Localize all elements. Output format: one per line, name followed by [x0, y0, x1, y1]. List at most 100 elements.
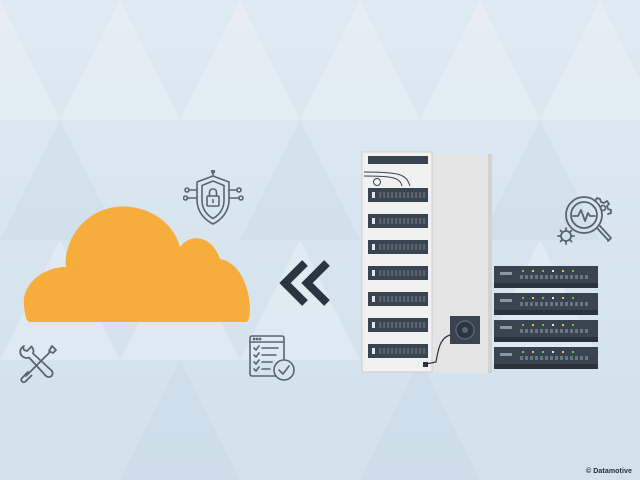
rack-unit-indicator [372, 244, 375, 250]
stack-unit-base [494, 364, 598, 369]
stack-unit-vent [580, 356, 583, 360]
stack-unit-vent [560, 302, 563, 306]
stack-unit-base [494, 310, 598, 315]
rack-unit-vent [411, 322, 413, 328]
stack-unit-led [562, 297, 564, 299]
stack-unit-vent [565, 329, 568, 333]
rack-unit-vent [391, 244, 393, 250]
rack-unit-vent [395, 322, 397, 328]
rack-unit-vent [411, 192, 413, 198]
stack-unit-vent [575, 302, 578, 306]
stack-unit-vent [580, 329, 583, 333]
stack-unit-vent [580, 275, 583, 279]
stack-unit-vent [575, 329, 578, 333]
stack-unit-vent [530, 302, 533, 306]
rack-unit-vent [403, 348, 405, 354]
stack-unit-led [522, 270, 524, 272]
rack-unit-vent [395, 244, 397, 250]
rack-unit-vent [407, 322, 409, 328]
rack-unit-vent [423, 218, 425, 224]
rack-unit-vent [391, 218, 393, 224]
rack-unit-indicator [372, 322, 375, 328]
stack-unit-vent [555, 329, 558, 333]
rack-unit-vent [407, 296, 409, 302]
stack-unit-label-plate [500, 299, 512, 302]
rack-unit-vent [387, 270, 389, 276]
rack-unit-vent [415, 244, 417, 250]
rack-unit-vent [423, 244, 425, 250]
stack-unit-vent [545, 275, 548, 279]
stack-unit-vent [555, 356, 558, 360]
stack-unit-label-plate [500, 326, 512, 329]
rack-unit-vent [383, 270, 385, 276]
stack-unit-vent [525, 275, 528, 279]
rack-unit-vent [379, 322, 381, 328]
stack-unit-vent [525, 302, 528, 306]
rack-unit-vent [415, 270, 417, 276]
stack-unit-vent [545, 302, 548, 306]
stack-unit-led [532, 270, 534, 272]
stack-unit-base [494, 337, 598, 342]
stack-unit-led [542, 297, 544, 299]
stack-unit-led [562, 270, 564, 272]
rack-unit-vent [399, 244, 401, 250]
rack-unit-vent [399, 348, 401, 354]
rack-unit-vent [407, 348, 409, 354]
stack-unit-vent [540, 275, 543, 279]
stack-unit-vent [550, 356, 553, 360]
stack-unit-led [522, 351, 524, 353]
server-rack-icon [360, 150, 495, 375]
rack-unit-vent [399, 192, 401, 198]
rack-unit-vent [399, 296, 401, 302]
rack-unit-indicator [372, 296, 375, 302]
rack-unit-vent [411, 296, 413, 302]
double-chevron-left-icon [275, 258, 335, 308]
stack-unit-vent [555, 302, 558, 306]
rack-unit-vent [387, 348, 389, 354]
stack-unit-led [552, 351, 554, 353]
rack-unit-vent [423, 192, 425, 198]
rack-unit-vent [419, 218, 421, 224]
rack-unit-vent [419, 348, 421, 354]
magnifier-gear-icon [556, 190, 622, 250]
stack-unit-vent [530, 275, 533, 279]
stack-unit-led [572, 351, 574, 353]
rack-unit-vent [383, 244, 385, 250]
rack-unit-vent [403, 296, 405, 302]
rack-unit-vent [379, 296, 381, 302]
rack-unit-vent [415, 322, 417, 328]
rack-unit-indicator [372, 192, 375, 198]
stack-unit-vent [530, 329, 533, 333]
rack-unit-vent [383, 348, 385, 354]
stack-unit-led [542, 351, 544, 353]
stack-unit-vent [540, 302, 543, 306]
stack-unit-vent [560, 275, 563, 279]
stack-unit-led [552, 297, 554, 299]
stack-unit-vent [550, 329, 553, 333]
stack-unit-led [522, 324, 524, 326]
rack-unit-indicator [372, 270, 375, 276]
rack-unit-vent [419, 296, 421, 302]
stack-unit-label-plate [500, 353, 512, 356]
rack-unit-vent [383, 218, 385, 224]
stack-unit-vent [550, 275, 553, 279]
rack-unit-vent [423, 348, 425, 354]
rack-unit-vent [403, 244, 405, 250]
stack-unit-vent [540, 329, 543, 333]
stack-unit-led [572, 270, 574, 272]
stack-unit-vent [560, 329, 563, 333]
stack-unit-vent [575, 356, 578, 360]
stack-unit-led [522, 297, 524, 299]
stack-unit-led [532, 324, 534, 326]
rack-unit-vent [379, 270, 381, 276]
stack-unit-vent [565, 302, 568, 306]
rack-unit-indicator [372, 348, 375, 354]
rack-unit-vent [399, 218, 401, 224]
rack-unit-vent [411, 218, 413, 224]
rack-unit-vent [379, 218, 381, 224]
stack-unit-vent [575, 275, 578, 279]
stack-unit-vent [535, 356, 538, 360]
stack-unit-led [532, 297, 534, 299]
stack-unit-vent [555, 275, 558, 279]
rack-unit-vent [383, 322, 385, 328]
